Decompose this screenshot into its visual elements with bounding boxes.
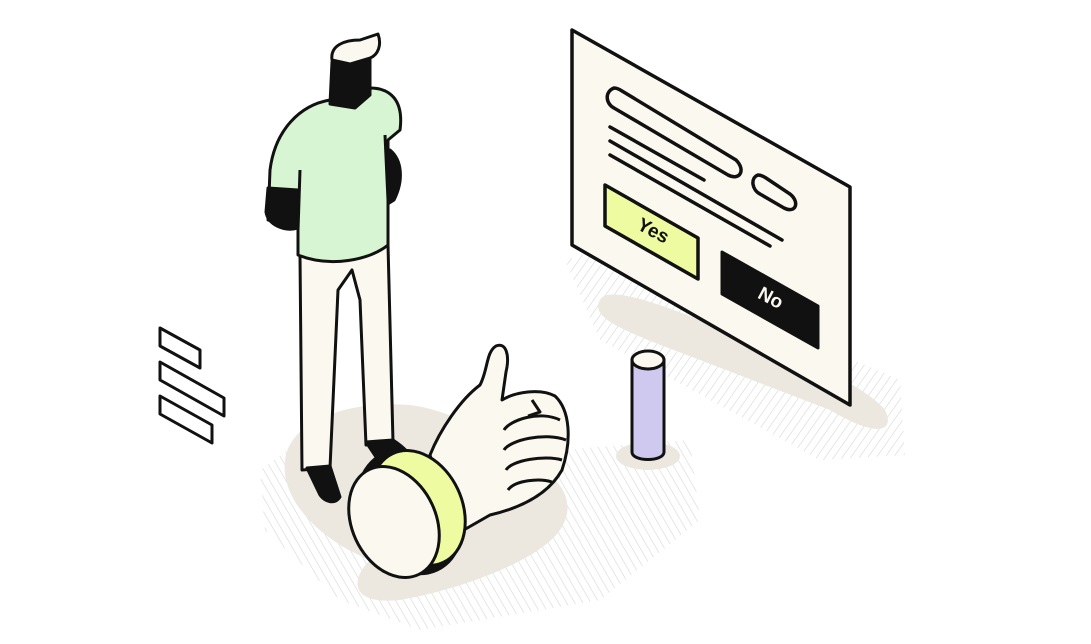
- cylinder-object: [630, 349, 666, 461]
- decorative-bars-icon: [158, 326, 226, 445]
- panel-small-pill: [751, 173, 798, 212]
- feedback-panel: Yes No: [570, 28, 852, 407]
- no-button[interactable]: No: [720, 250, 820, 350]
- thumbs-up-icon: [347, 343, 570, 579]
- panel-text-lines: [608, 125, 784, 248]
- person-figure: [264, 32, 412, 504]
- yes-button[interactable]: Yes: [603, 183, 700, 281]
- panel-title-pill: [605, 86, 743, 179]
